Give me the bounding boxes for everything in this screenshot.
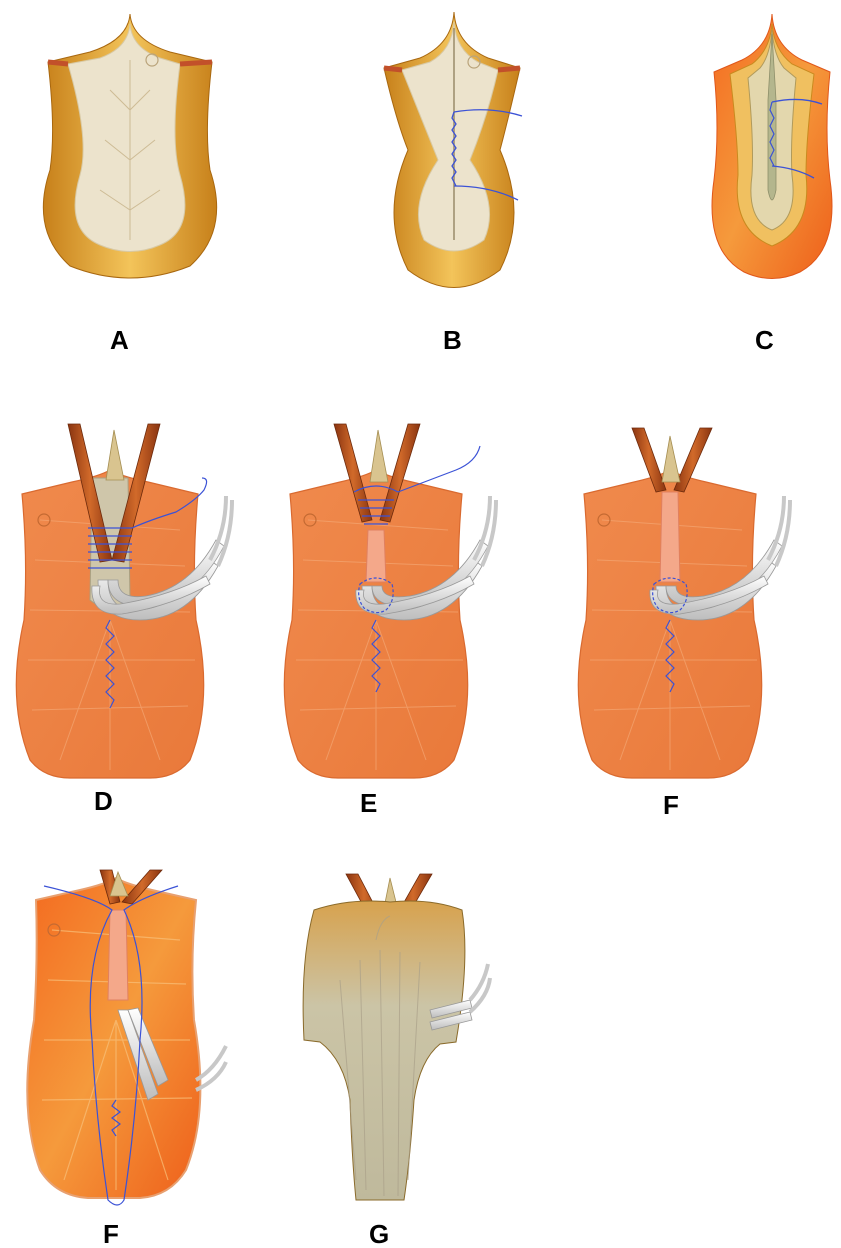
panel-label-c: C [755, 325, 774, 355]
cut-edge-left [384, 68, 402, 70]
catheter-tail [768, 496, 790, 566]
panel-label-g: G [369, 1219, 389, 1248]
panel-a [43, 14, 216, 278]
central-stump [370, 430, 388, 482]
cut-edge-left [48, 62, 68, 64]
panel-b [384, 12, 522, 288]
central-stump [106, 430, 124, 480]
panel-f-2 [27, 870, 226, 1205]
graft-body [303, 901, 465, 1200]
panel-label-d: D [94, 786, 113, 816]
panel-label-b: B [443, 325, 462, 355]
panel-label-e: E [360, 788, 377, 818]
cut-edge-right [180, 62, 212, 64]
panel-label-a: A [110, 325, 129, 355]
panel-f-1 [578, 428, 790, 778]
closed-channel [108, 910, 128, 1000]
panel-label-f-2: F [103, 1219, 119, 1248]
panel-e [284, 424, 496, 778]
cut-edge-right [498, 68, 520, 70]
panel-label-f-1: F [663, 790, 679, 820]
closed-channel [660, 492, 680, 582]
closed-channel [366, 530, 386, 582]
catheter-tail [474, 496, 496, 566]
catheter-tail [210, 496, 232, 566]
panel-g [303, 874, 490, 1200]
catheter-tail [470, 964, 490, 1012]
panel-d [16, 424, 232, 778]
central-stump [662, 436, 680, 482]
panel-c [712, 14, 832, 279]
